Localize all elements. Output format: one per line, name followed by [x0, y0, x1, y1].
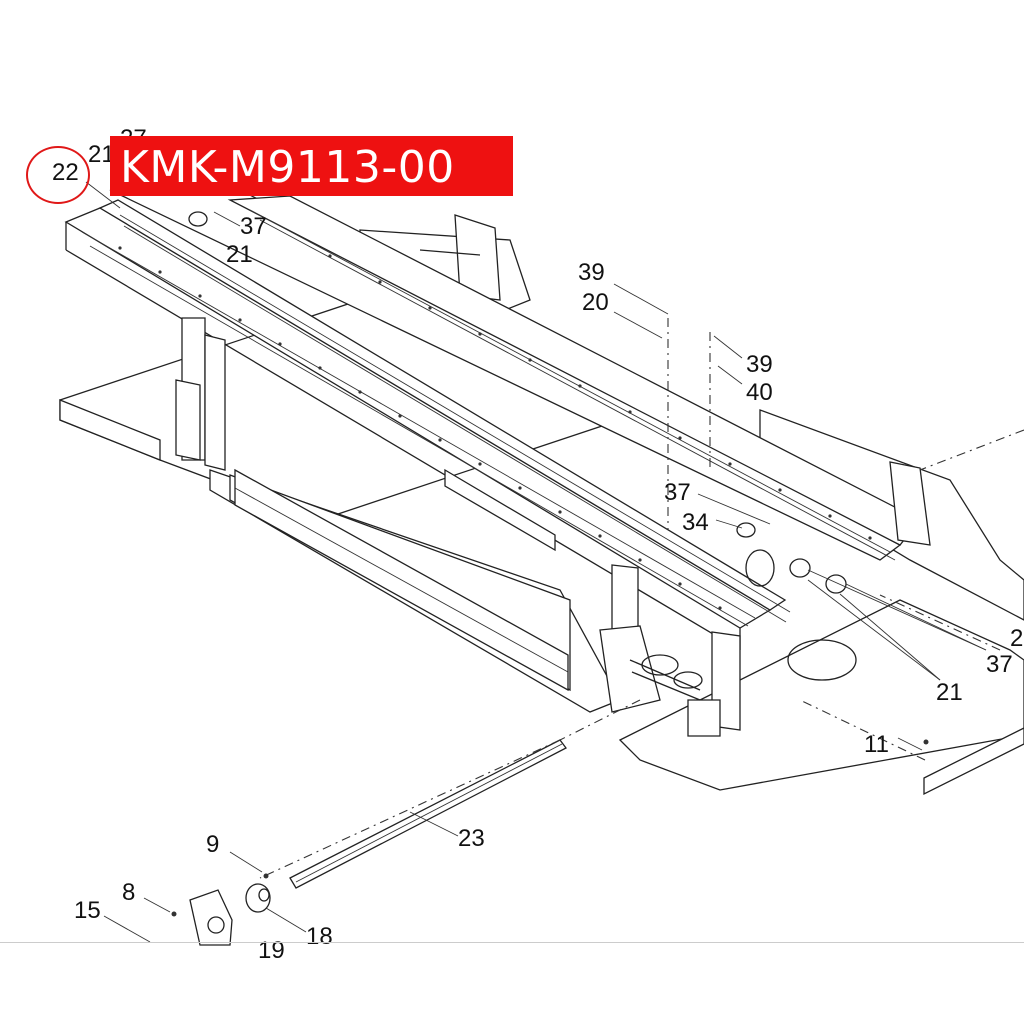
callout-15: 15 — [74, 897, 101, 924]
part-number-text: KMK-M9113-00 — [120, 142, 455, 193]
part-number-banner: KMK-M9113-00 — [110, 136, 513, 196]
callout-40: 40 — [746, 379, 773, 406]
shaft-23 — [289, 739, 567, 889]
callout-21-top: 21 — [226, 241, 253, 268]
lower-profile-bar — [234, 468, 569, 692]
guide-part-right — [923, 727, 1024, 796]
callout-highlight-circle — [26, 146, 90, 204]
rail-holes — [118, 246, 872, 610]
small-parts-bottom — [171, 873, 271, 946]
callout-18: 18 — [306, 923, 333, 950]
callout-19-cut: 19 — [258, 937, 285, 964]
leader-lines — [85, 181, 987, 943]
callout-34: 34 — [682, 509, 709, 536]
assembly-centerlines — [259, 318, 1024, 879]
callout-11: 11 — [864, 731, 889, 758]
bottom-divider — [0, 942, 1024, 943]
callout-37-top: 37 — [240, 213, 267, 240]
callout-9: 9 — [206, 831, 219, 858]
callout-39-b: 39 — [746, 351, 773, 378]
support-brackets — [175, 317, 931, 737]
callout-8: 8 — [122, 879, 135, 906]
callout-37-right: 37 — [986, 651, 1013, 678]
callout-labels: 27 21 22 37 21 39 20 39 40 37 34 2 37 21… — [52, 125, 1023, 964]
drive-belt-assembly — [188, 211, 847, 701]
base-plate-right — [618, 409, 1024, 791]
callout-20: 20 — [582, 289, 609, 316]
callout-39-a: 39 — [578, 259, 605, 286]
callout-37-mid: 37 — [664, 479, 691, 506]
callout-23: 23 — [458, 825, 485, 852]
callout-21-right: 21 — [936, 679, 963, 706]
conveyor-rails — [64, 189, 922, 651]
callout-2-right: 2 — [1010, 625, 1023, 652]
